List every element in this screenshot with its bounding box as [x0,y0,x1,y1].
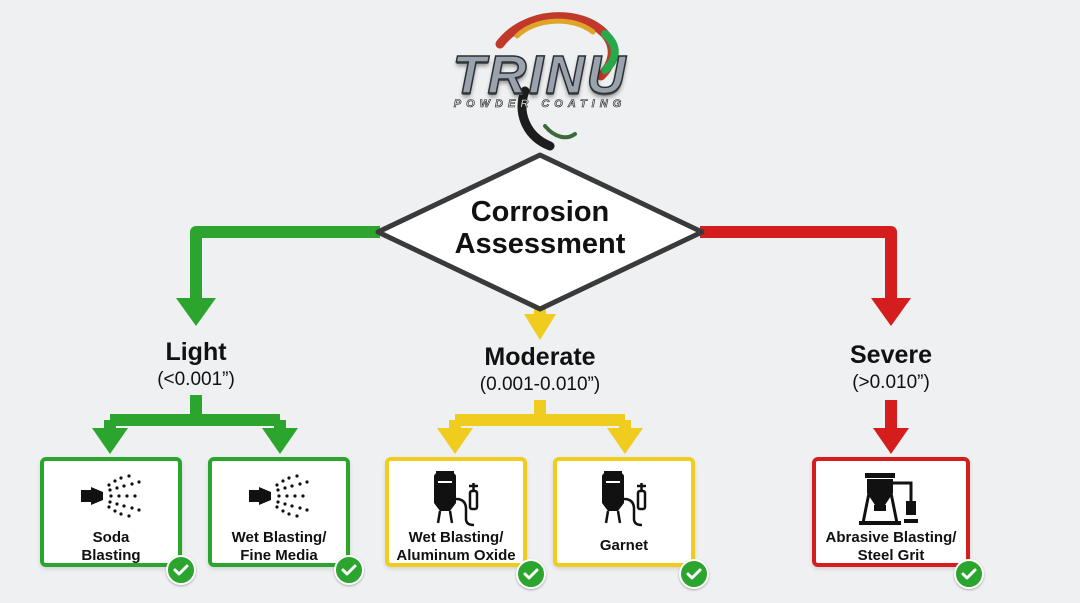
arrow-abrasive [873,428,909,454]
logo-tagline: POWDER COATING [453,98,627,111]
method-label: Abrasive Blasting/Steel Grit [825,529,957,564]
root-line-1: Corrosion [470,196,610,228]
category-light-range: (<0.001”) [157,369,235,390]
category-light: Light (<0.001”) [126,338,266,392]
category-severe: Severe (>0.010”) [820,341,962,395]
arrow-wet-alox [437,428,473,454]
arrow-wet-fine [262,428,298,454]
check-icon [334,555,364,585]
check-icon [954,559,984,589]
method-label: Wet Blasting/Aluminum Oxide [396,529,516,564]
root-line-2: Assessment [454,228,626,260]
method-label: Wet Blasting/Fine Media [231,529,327,564]
check-icon [166,555,196,585]
category-severe-name: Severe [849,341,933,369]
method-garnet: Garnet [553,457,709,589]
logo-wordmark: TRINU [452,44,628,106]
blast-cabinet-icon [859,473,918,525]
logo-swoosh-icon [495,12,619,151]
spray-nozzle-icon [81,474,141,518]
blast-pot-icon [434,471,479,527]
root-node-label: Corrosion Assessment [420,196,660,260]
arrow-garnet [607,428,643,454]
connector-severe [700,226,897,300]
decision-diamond [375,152,705,312]
category-moderate-name: Moderate [484,343,596,371]
arrow-moderate [524,314,556,340]
check-icon [516,559,546,589]
connector-light-split [104,395,286,430]
method-wet-blasting-aluminum-oxide: Wet Blasting/Aluminum Oxide [385,457,546,589]
method-label: Garnet [599,537,649,554]
arrow-severe [871,298,911,326]
category-moderate: Moderate (0.001-0.010”) [450,343,630,397]
category-severe-range: (>0.010”) [852,372,930,393]
category-moderate-range: (0.001-0.010”) [479,374,601,395]
check-icon [679,559,709,589]
arrow-soda [92,428,128,454]
trinu-logo: TRINU POWDER COATING [405,6,675,156]
blast-pot-icon [602,471,647,527]
method-wet-blasting-fine-media: Wet Blasting/Fine Media [208,457,364,585]
connector-moderate-split [449,400,631,430]
connector-light [190,226,380,300]
arrow-light [176,298,216,326]
category-light-name: Light [165,338,227,366]
method-abrasive-blasting-steel-grit: Abrasive Blasting/Steel Grit [812,457,984,589]
spray-nozzle-icon [249,474,309,518]
